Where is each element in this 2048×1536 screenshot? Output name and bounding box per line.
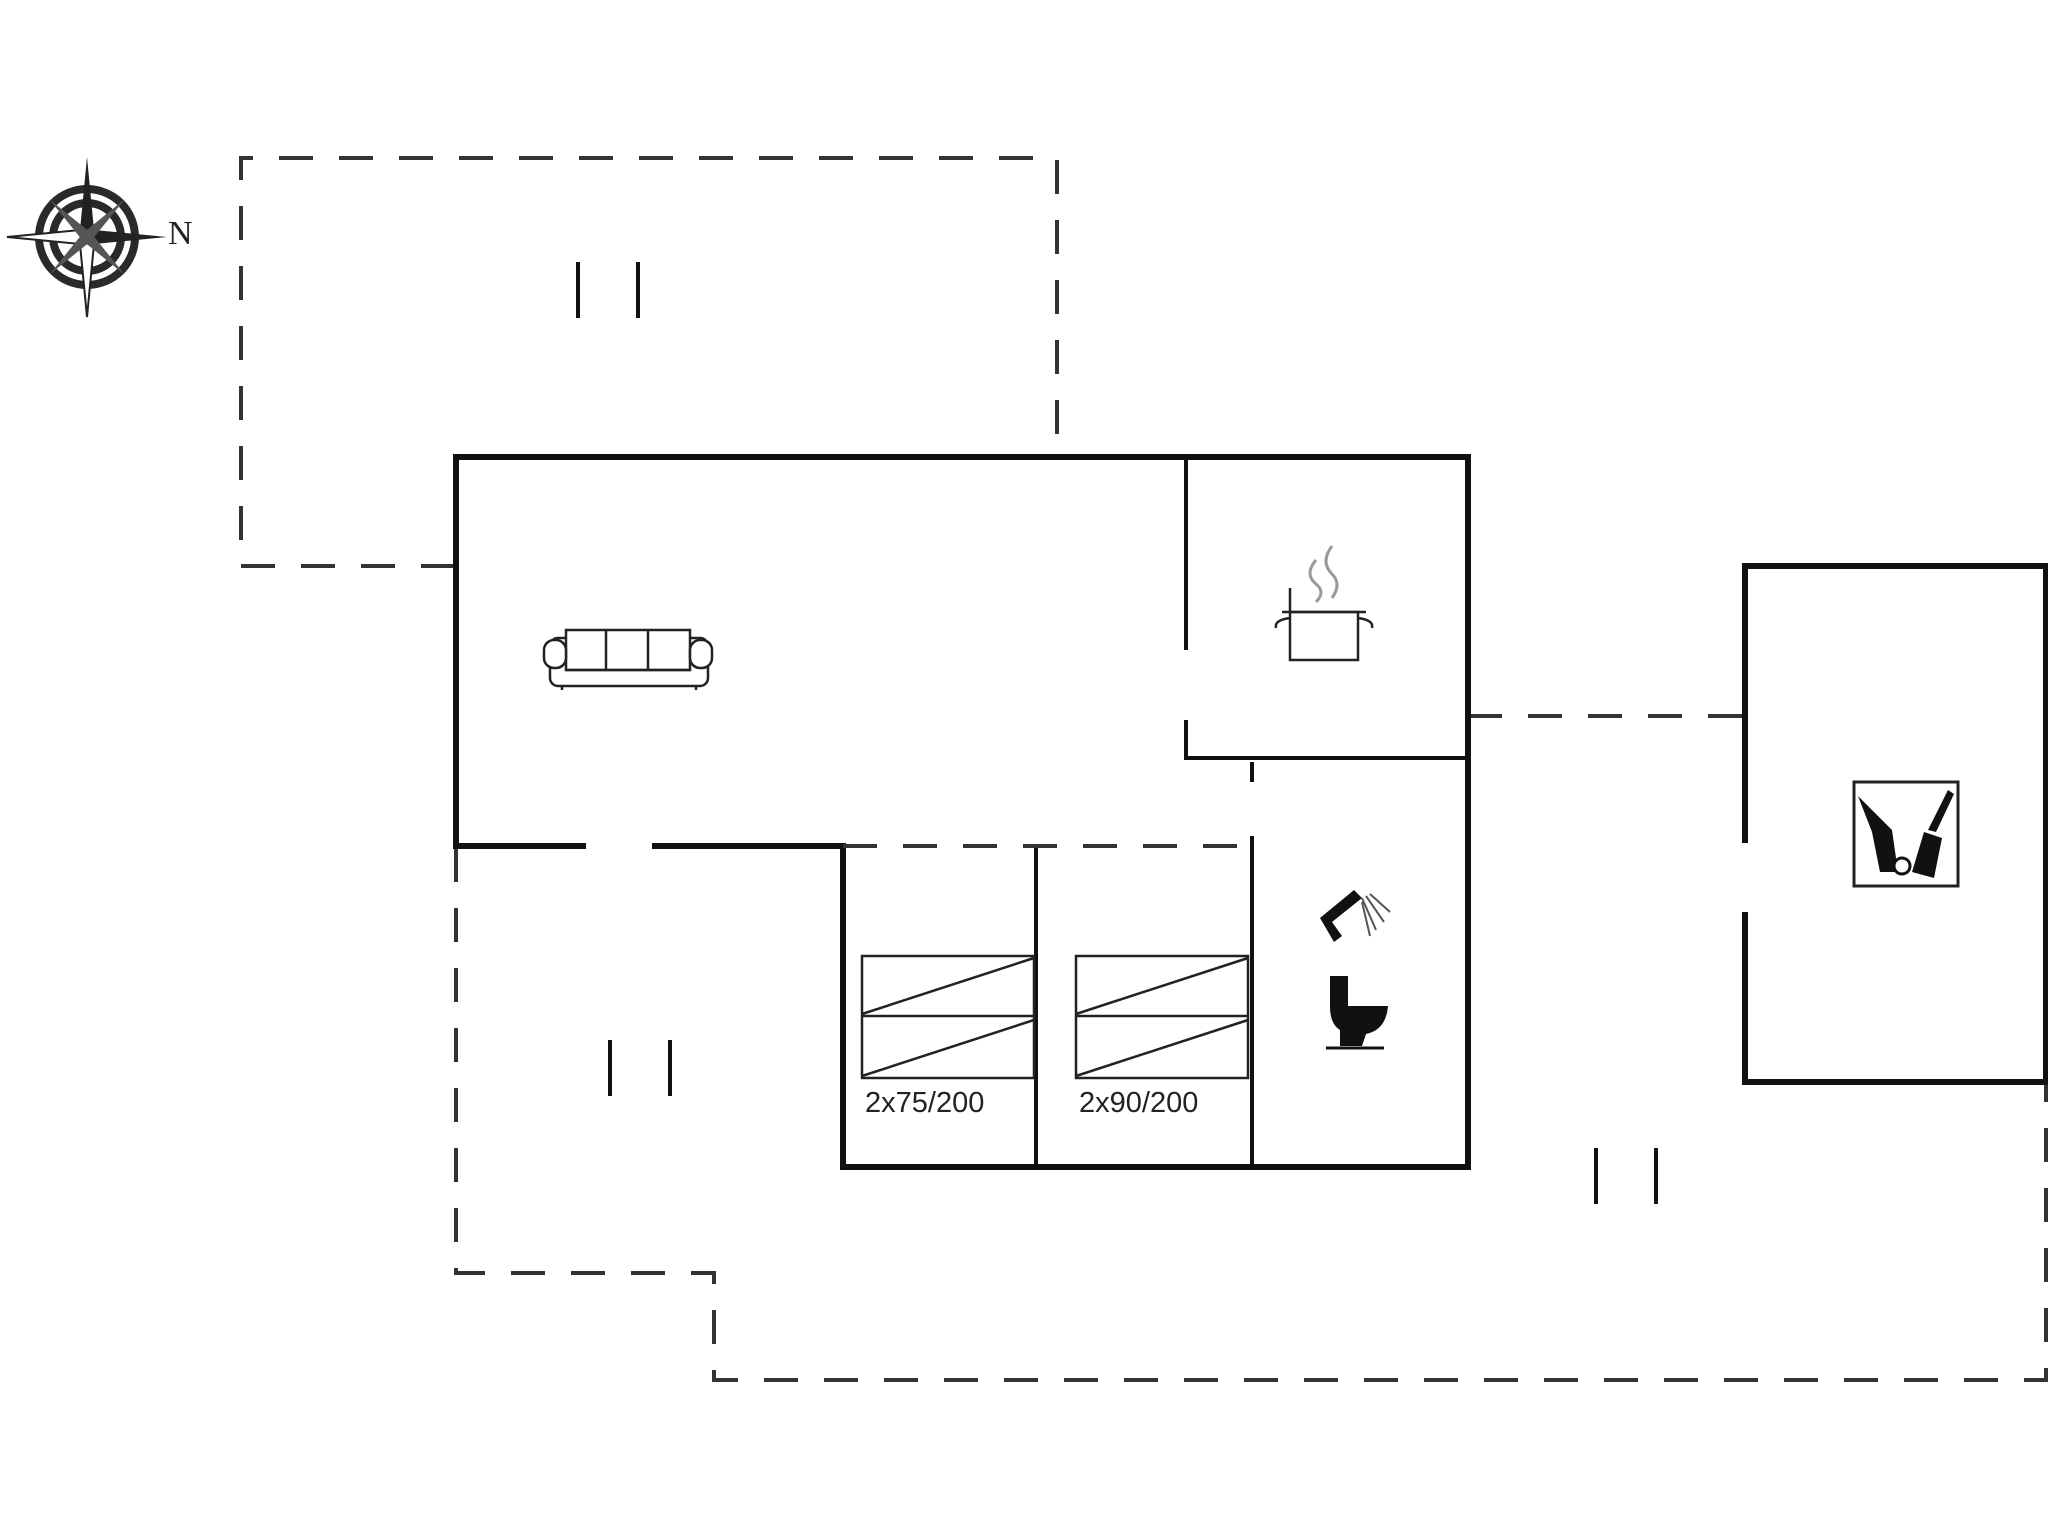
terrace-marker-icon [576,262,640,318]
terrace-south-outline [454,848,2048,1382]
twin-bed-icon [860,954,1036,1080]
terrace-marker-icon [1594,1148,1658,1204]
house-outer-wall [453,454,1471,1170]
shower-toilet-icon [1320,890,1391,1050]
annex-wall [1742,563,2048,1085]
bed-size-label-2: 2x90/200 [1079,1087,1198,1119]
terrace-marker-icon [608,1040,672,1096]
kitchen-wall [1184,457,1468,760]
compass-rose-icon [6,157,167,318]
bed-size-label-1: 2x75/200 [865,1087,984,1119]
washing-machine-broom-icon [1852,780,1960,888]
terrace-north-outline [239,156,1059,568]
sofa-icon [542,628,714,690]
cooking-pot-icon [1274,545,1374,662]
twin-bed-icon [1074,954,1250,1080]
compass-north-label: N [168,215,193,252]
